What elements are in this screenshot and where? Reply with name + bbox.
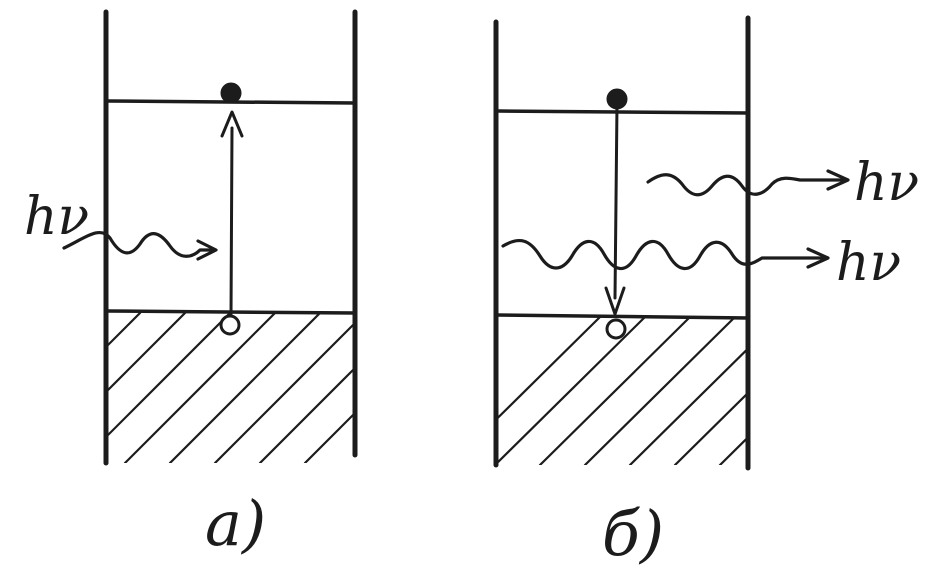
panel-b: hν hν б) <box>493 15 919 570</box>
panel-a-hole-open <box>219 314 241 336</box>
panel-b-arrowhead-down <box>604 286 626 316</box>
panel-b-electron-filled <box>606 88 628 110</box>
panel-b-photon-arrowhead-2 <box>806 247 830 269</box>
panel-a-electron-filled <box>220 82 242 104</box>
panel-a-photon-label: hν <box>24 187 89 247</box>
panel-a-arrowhead-up <box>220 110 244 138</box>
panel-b-label: б) <box>602 497 664 570</box>
panel-a-incoming-photon-wave <box>62 231 214 258</box>
panel-a-upward-transition <box>229 126 234 318</box>
panel-b-photon-label-2: hν <box>836 233 901 293</box>
panel-a-photon-arrowhead <box>196 239 218 261</box>
panel-a: hν a) <box>24 9 358 560</box>
panel-b-photon-arrowhead-1 <box>826 169 850 191</box>
panel-b-photon-label-1: hν <box>854 153 919 213</box>
panel-b-lower-level <box>494 313 750 320</box>
panel-b-hole-open <box>605 318 627 340</box>
panel-a-label: a) <box>205 487 266 560</box>
panel-b-outgoing-photon-wave-2 <box>501 238 828 271</box>
panel-b-hatched-band <box>497 317 746 465</box>
panel-a-hatched-band <box>107 313 355 463</box>
panel-b-outgoing-photon-wave-1 <box>646 173 848 197</box>
panel-b-upper-level <box>496 109 750 115</box>
